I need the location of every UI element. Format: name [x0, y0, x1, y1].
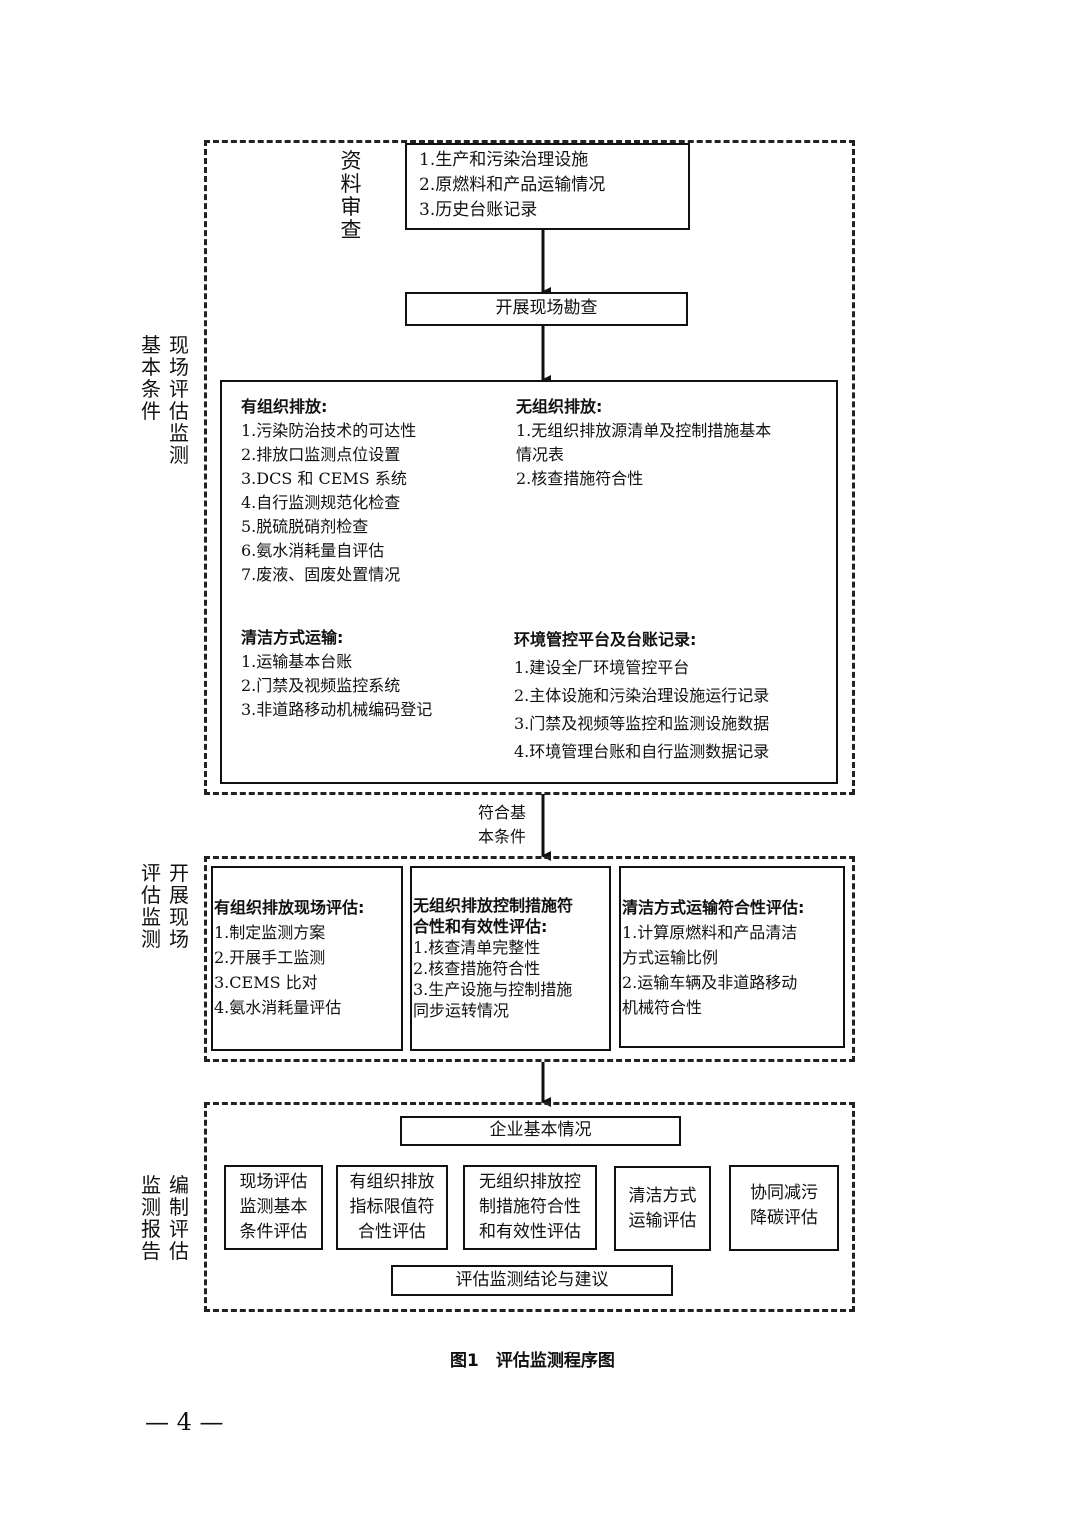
review-item: 1.生产和污染治理设施: [419, 150, 589, 170]
transport-assessment-box: 清洁方式运输符合性评估: 1.计算原燃料和产品清洁 方式运输比例 2.运输车辆及…: [619, 866, 845, 1048]
review-item: 3.历史台账记录: [419, 200, 538, 220]
enterprise-info-box: 企业基本情况: [400, 1116, 681, 1146]
organized-item: 5.脱硫脱硝剂检查: [241, 517, 369, 536]
organized-assessment-item: 4.氨水消耗量评估: [214, 998, 342, 1017]
unorganized-item: 情况表: [516, 445, 565, 464]
organized-item: 4.自行监测规范化检查: [241, 493, 401, 512]
transport-item: 3.非道路移动机械编码登记: [241, 700, 433, 719]
unorganized-assessment-title-line: 合性和有效性评估:: [413, 917, 548, 936]
report-box-unorganized-measures: 无组织排放控 制措施符合性 和有效性评估: [463, 1165, 597, 1250]
transport-item: 1.运输基本台账: [241, 652, 353, 671]
transport-assessment-item: 机械符合性: [622, 998, 703, 1017]
unorganized-item: 2.核查措施符合性: [516, 469, 644, 488]
section1-side-label-col2: 现场评估监测: [169, 333, 189, 467]
organized-assessment-title: 有组织排放现场评估:: [214, 898, 365, 917]
section-report-preparation: [204, 1102, 855, 1312]
review-item: 2.原燃料和产品运输情况: [419, 175, 606, 195]
platform-item: 1.建设全厂环境管控平台: [514, 658, 690, 677]
section-basic-conditions: [204, 140, 855, 795]
organized-assessment-item: 2.开展手工监测: [214, 948, 326, 967]
transport-assessment-title: 清洁方式运输符合性评估:: [622, 898, 805, 917]
section1-side-label-col1: 基本条件: [141, 333, 161, 423]
organized-assessment-box: 有组织排放现场评估: 1.制定监测方案 2.开展手工监测 3.CEMS 比对 4…: [211, 866, 403, 1051]
section-onsite-assessment: [204, 856, 855, 1062]
details-box: [220, 380, 838, 784]
transport-title: 清洁方式运输:: [241, 628, 344, 647]
organized-item: 3.DCS 和 CEMS 系统: [241, 469, 407, 488]
unorganized-assessment-item: 1.核查清单完整性: [413, 938, 541, 957]
organized-title: 有组织排放:: [241, 397, 328, 416]
unorganized-assessment-item: 3.生产设施与控制措施: [413, 980, 573, 999]
review-label: 资料审查: [340, 149, 362, 242]
unorganized-block: 无组织排放: 1.无组织排放源清单及控制措施基本 情况表 2.核查措施符合性: [516, 395, 771, 491]
transport-assessment-item: 方式运输比例: [622, 948, 719, 967]
report-box-clean-transport: 清洁方式 运输评估: [614, 1166, 711, 1251]
platform-title: 环境管控平台及台账记录:: [514, 630, 697, 649]
transport-item: 2.门禁及视频监控系统: [241, 676, 401, 695]
transport-block: 清洁方式运输: 1.运输基本台账 2.门禁及视频监控系统 3.非道路移动机械编码…: [241, 626, 432, 722]
section3-side-label-col1: 监测报告: [141, 1173, 161, 1263]
arrow2-label: 符合基 本条件: [477, 803, 526, 846]
report-box-organized-limits: 有组织排放 指标限值符 合性评估: [336, 1165, 448, 1250]
organized-item: 6.氨水消耗量自评估: [241, 541, 385, 560]
organized-item: 2.排放口监测点位设置: [241, 445, 401, 464]
page-number: — 4 —: [145, 1408, 224, 1436]
organized-assessment-item: 3.CEMS 比对: [214, 973, 318, 992]
platform-item: 2.主体设施和污染治理设施运行记录: [514, 686, 770, 705]
organized-block: 有组织排放: 1.污染防治技术的可达性 2.排放口监测点位设置 3.DCS 和 …: [241, 395, 416, 587]
unorganized-title: 无组织排放:: [516, 397, 603, 416]
review-box: 1.生产和污染治理设施 2.原燃料和产品运输情况 3.历史台账记录: [405, 143, 690, 230]
section3-side-label-col2: 编制评估: [169, 1173, 189, 1263]
section2-side-label-col2: 开展现场: [169, 861, 189, 951]
platform-item: 4.环境管理台账和自行监测数据记录: [514, 742, 770, 761]
organized-item: 7.废液、固废处置情况: [241, 565, 401, 584]
unorganized-assessment-item: 同步运转情况: [413, 1001, 510, 1020]
organized-item: 1.污染防治技术的可达性: [241, 421, 417, 440]
section2-side-label-col1: 评估监测: [141, 861, 161, 951]
conclusion-box: 评估监测结论与建议: [391, 1265, 673, 1296]
unorganized-assessment-title-line: 无组织排放控制措施符: [413, 896, 574, 915]
platform-block: 环境管控平台及台账记录: 1.建设全厂环境管控平台 2.主体设施和污染治理设施运…: [514, 626, 769, 766]
figure-caption: 图1 评估监测程序图: [450, 1351, 615, 1371]
organized-assessment-item: 1.制定监测方案: [214, 923, 326, 942]
transport-assessment-item: 2.运输车辆及非道路移动: [622, 973, 798, 992]
unorganized-assessment-box: 无组织排放控制措施符 合性和有效性评估: 1.核查清单完整性 2.核查措施符合性…: [410, 866, 611, 1051]
transport-assessment-item: 1.计算原燃料和产品清洁: [622, 923, 798, 942]
platform-item: 3.门禁及视频等监控和监测设施数据: [514, 714, 770, 733]
report-box-basic-conditions: 现场评估 监测基本 条件评估: [224, 1165, 323, 1250]
unorganized-item: 1.无组织排放源清单及控制措施基本: [516, 421, 772, 440]
report-box-carbon-reduction: 协同减污 降碳评估: [729, 1165, 839, 1251]
unorganized-assessment-item: 2.核查措施符合性: [413, 959, 541, 978]
survey-box: 开展现场勘查: [405, 292, 688, 326]
